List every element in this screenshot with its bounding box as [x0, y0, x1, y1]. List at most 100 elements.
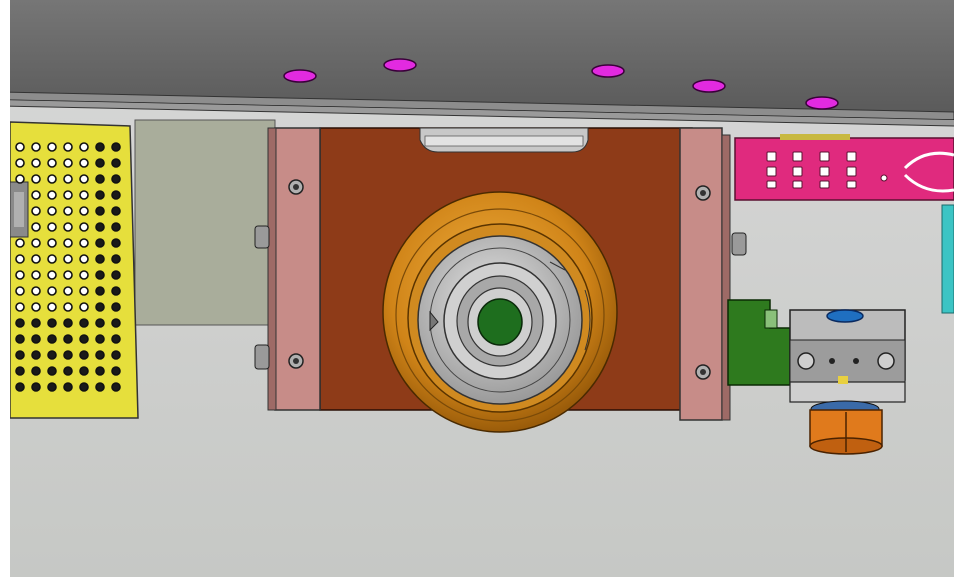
magenta-bar	[734, 134, 954, 201]
perforation-hole	[47, 206, 57, 216]
perforation-hole	[63, 334, 73, 344]
perforation-hole	[47, 286, 57, 296]
perforation-hole	[47, 318, 57, 328]
perforation-hole	[31, 190, 41, 200]
perforation-hole	[15, 366, 25, 376]
perforation-hole	[79, 158, 89, 168]
perforation-hole	[63, 350, 73, 360]
perforation-hole	[95, 238, 105, 248]
perforation-hole	[31, 174, 41, 184]
perforation-hole	[47, 382, 57, 392]
perforation-hole	[95, 254, 105, 264]
perforation-hole	[47, 366, 57, 376]
perforation-hole	[95, 174, 105, 184]
perforation-hole	[111, 254, 121, 264]
perforation-hole	[31, 286, 41, 296]
perforation-hole	[31, 366, 41, 376]
perforation-hole	[47, 270, 57, 280]
perforation-hole	[111, 334, 121, 344]
perforation-hole	[111, 190, 121, 200]
perforation-hole	[111, 302, 121, 312]
perforation-hole	[31, 222, 41, 232]
perforation-hole	[31, 254, 41, 264]
perforation-hole	[31, 334, 41, 344]
perforation-hole	[111, 222, 121, 232]
perforation-hole	[111, 318, 121, 328]
perforation-hole	[31, 270, 41, 280]
perforation-hole	[47, 174, 57, 184]
perforation-hole	[95, 190, 105, 200]
perforation-hole	[15, 334, 25, 344]
perforation-hole	[47, 238, 57, 248]
perforation-hole	[111, 174, 121, 184]
perforation-hole	[15, 350, 25, 360]
perforation-hole	[15, 142, 25, 152]
left-margin	[0, 0, 10, 577]
perforation-hole	[79, 270, 89, 280]
perforation-hole	[31, 350, 41, 360]
caster-wheel	[382, 191, 618, 433]
perforation-hole	[15, 318, 25, 328]
perforation-hole	[15, 382, 25, 392]
perforation-hole	[15, 302, 25, 312]
perforation-hole	[31, 318, 41, 328]
perforation-hole	[111, 286, 121, 296]
perforation-hole	[79, 206, 89, 216]
perforation-hole	[63, 206, 73, 216]
perforation-hole	[47, 302, 57, 312]
perforation-hole	[31, 302, 41, 312]
perforation-hole	[95, 302, 105, 312]
perforation-hole	[95, 334, 105, 344]
perforation-hole	[63, 190, 73, 200]
perforation-hole	[79, 382, 89, 392]
perforation-hole	[79, 366, 89, 376]
perforation-hole	[79, 222, 89, 232]
perforation-hole	[63, 318, 73, 328]
perforation-hole	[47, 158, 57, 168]
perforation-hole	[79, 334, 89, 344]
perforation-hole	[15, 286, 25, 296]
perforated-side-panel	[9, 121, 139, 419]
perforation-hole	[79, 286, 89, 296]
perforation-hole	[31, 382, 41, 392]
perforation-hole	[95, 382, 105, 392]
perforation-hole	[79, 190, 89, 200]
back-panel	[134, 119, 276, 326]
sensor-assembly	[727, 299, 906, 403]
perforation-hole	[15, 158, 25, 168]
perforation-hole	[63, 238, 73, 248]
perforation-hole	[95, 222, 105, 232]
perforation-hole	[63, 174, 73, 184]
perforation-hole	[111, 366, 121, 376]
perforation-hole	[31, 158, 41, 168]
perforation-hole	[95, 142, 105, 152]
orange-cap	[809, 400, 883, 455]
perforation-hole	[111, 350, 121, 360]
perforation-hole	[79, 254, 89, 264]
perforation-hole	[63, 158, 73, 168]
perforation-hole	[15, 254, 25, 264]
perforation-hole	[63, 254, 73, 264]
perforation-hole	[95, 366, 105, 376]
perforation-hole	[47, 334, 57, 344]
perforation-hole	[95, 158, 105, 168]
perforation-hole	[63, 382, 73, 392]
perforation-hole	[111, 142, 121, 152]
perforation-hole	[47, 222, 57, 232]
perforation-hole	[79, 318, 89, 328]
perforation-hole	[63, 286, 73, 296]
perforation-hole	[31, 142, 41, 152]
perforation-hole	[47, 254, 57, 264]
perforation-hole	[95, 318, 105, 328]
perforation-hole	[47, 350, 57, 360]
perforation-hole	[79, 238, 89, 248]
teal-part	[941, 204, 954, 314]
perforation-hole	[47, 142, 57, 152]
perforation-hole	[63, 142, 73, 152]
perforation-hole	[95, 350, 105, 360]
perforation-hole	[15, 238, 25, 248]
perforation-hole	[111, 238, 121, 248]
perforation-hole	[111, 158, 121, 168]
